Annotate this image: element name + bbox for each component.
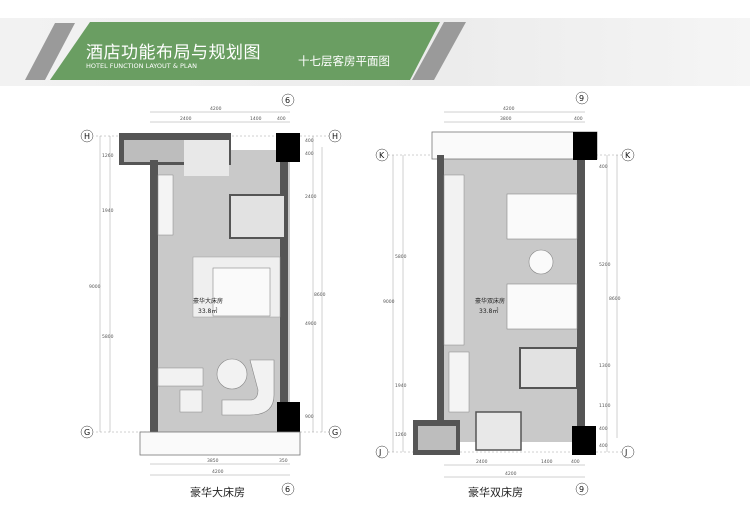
dim-label: 400 (305, 138, 314, 144)
dim-label: 5200 (599, 262, 611, 268)
dim-label: 900 (305, 414, 314, 420)
dim-label: 400 (599, 443, 608, 449)
dim-label: 4200 (503, 106, 515, 112)
dim-label: 350 (279, 458, 288, 464)
axis-label: 9 (579, 485, 584, 494)
dim-label: 3850 (207, 458, 219, 464)
dim-label: 1260 (102, 153, 114, 159)
dim-label: 9000 (89, 284, 101, 290)
axis-label: K (625, 151, 631, 160)
twin-room-plan: 豪华双床房 33.8㎡ 4200 3800 400 400 5200 1300 … (375, 91, 635, 499)
king-room-plan: 豪华大床房 33.8㎡ 4200 2400 1400 400 400 400 2… (80, 93, 342, 499)
twin-room-caption: 豪华双床房 (468, 485, 523, 499)
floor-title: 十七层客房平面图 (298, 54, 390, 68)
twin-room-area: 33.8㎡ (479, 307, 498, 315)
dim-label: 2400 (305, 194, 317, 200)
dim-label: 400 (574, 116, 583, 122)
left-stripe (25, 23, 75, 80)
dim-label: 400 (277, 116, 286, 122)
dim-label: 400 (599, 426, 608, 432)
dim-label: 400 (599, 164, 608, 170)
dim-label: 2400 (476, 459, 488, 465)
dim-label: 4200 (212, 469, 224, 475)
dim-label: 4200 (505, 471, 517, 477)
dim-label: 5800 (395, 254, 407, 260)
dim-label: 2400 (180, 116, 192, 122)
dim-label: 9000 (383, 299, 395, 305)
axis-label: K (379, 151, 385, 160)
header-banner: 酒店功能布局与规划图 HOTEL FUNCTION LAYOUT & PLAN … (0, 18, 750, 86)
dim-label: 3800 (500, 116, 512, 122)
axis-label: J (624, 448, 627, 457)
axis-label: H (332, 132, 338, 141)
twin-room-name: 豪华双床房 (475, 297, 505, 305)
dim-label: 1300 (599, 363, 611, 369)
dim-label: 8600 (609, 296, 621, 302)
dim-label: 1100 (599, 403, 611, 409)
right-stripe (412, 22, 466, 80)
axis-label: 6 (285, 485, 290, 494)
king-room-area: 33.8㎡ (198, 307, 217, 315)
axis-label: 6 (285, 96, 290, 105)
dim-label: 4200 (210, 106, 222, 112)
banner-shapes (25, 22, 466, 80)
king-room-name: 豪华大床房 (193, 297, 223, 305)
axis-label: H (84, 132, 90, 141)
green-banner (50, 22, 440, 80)
dim-label: 1940 (102, 208, 114, 214)
dim-label: 1940 (395, 383, 407, 389)
dim-label: 1260 (395, 432, 407, 438)
axis-label: G (84, 428, 90, 437)
page-title: 酒店功能布局与规划图 (86, 43, 261, 63)
dim-label: 5800 (102, 334, 114, 340)
axis-label: 9 (579, 94, 584, 103)
dim-label: 8600 (314, 292, 326, 298)
king-room-caption: 豪华大床房 (190, 485, 245, 499)
dim-label: 400 (305, 151, 314, 157)
axis-label: G (332, 428, 338, 437)
dim-label: 4900 (305, 321, 317, 327)
page-subtitle: HOTEL FUNCTION LAYOUT & PLAN (86, 62, 197, 70)
dim-label: 1400 (250, 116, 262, 122)
dim-label: 400 (571, 459, 580, 465)
axis-label: J (378, 448, 381, 457)
dim-label: 1400 (541, 459, 553, 465)
